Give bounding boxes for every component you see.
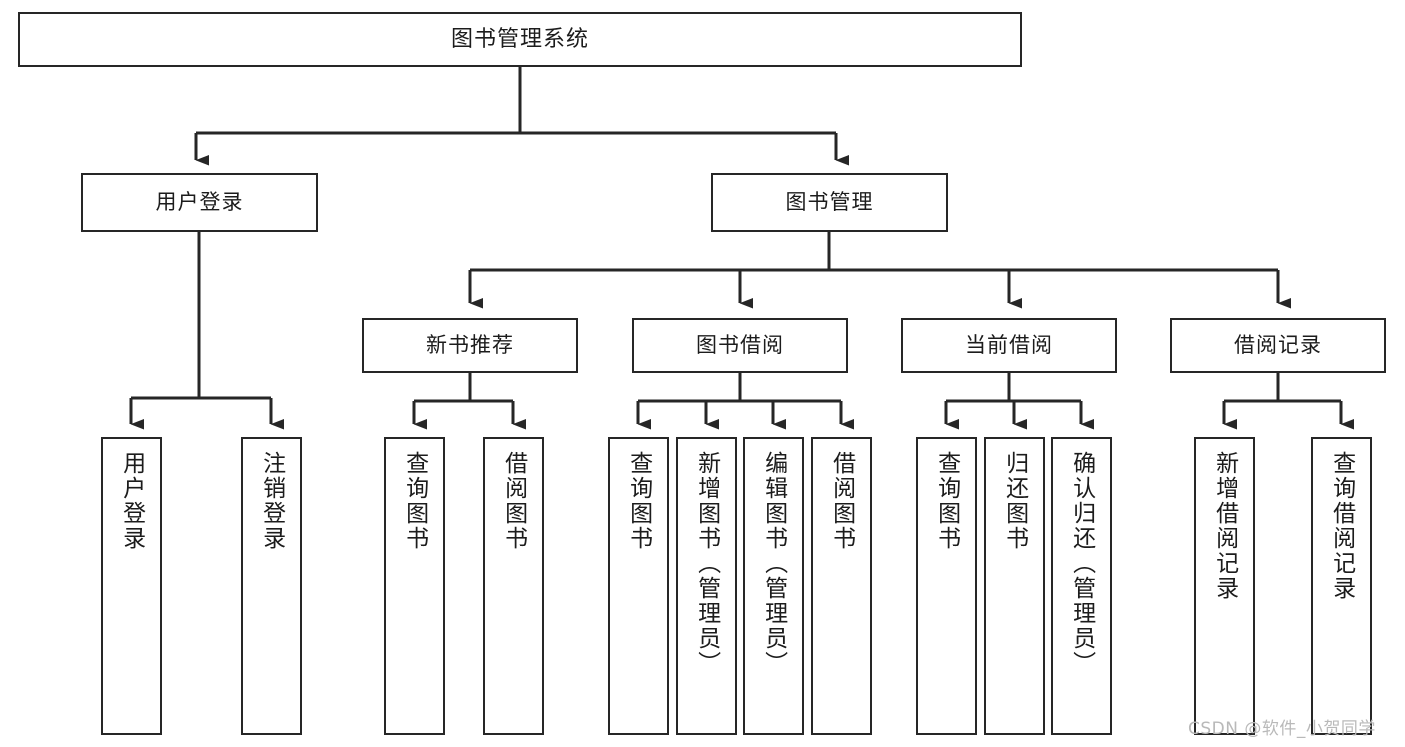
node-label: 注销登录 <box>258 451 285 551</box>
node-label: 图书管理系统 <box>450 26 589 52</box>
node-new-book-recommend[interactable]: 新书推荐 <box>362 318 578 373</box>
node-label: 用户登录 <box>118 451 145 551</box>
leaf-current-borrow-query-book[interactable]: 查询图书 <box>916 437 977 735</box>
leaf-user-login-login[interactable]: 用户登录 <box>101 437 162 735</box>
node-label: 图书借阅 <box>696 333 784 358</box>
node-label: 用户登录 <box>155 190 244 215</box>
node-borrow-record[interactable]: 借阅记录 <box>1170 318 1386 373</box>
node-label: 编辑图书（管理员） <box>760 451 787 676</box>
leaf-user-login-logout[interactable]: 注销登录 <box>241 437 302 735</box>
leaf-book-borrow-borrow-book[interactable]: 借阅图书 <box>811 437 872 735</box>
node-label: 新书推荐 <box>426 333 514 358</box>
node-label: 查询图书 <box>401 451 428 551</box>
leaf-current-borrow-return-book[interactable]: 归还图书 <box>984 437 1045 735</box>
leaf-current-borrow-confirm-return-admin[interactable]: 确认归还（管理员） <box>1051 437 1112 735</box>
node-user-login[interactable]: 用户登录 <box>81 173 318 232</box>
node-label: 查询图书 <box>933 451 960 551</box>
node-label: 新增图书（管理员） <box>693 451 720 676</box>
leaf-new-book-borrow-book[interactable]: 借阅图书 <box>483 437 544 735</box>
node-label: 新增借阅记录 <box>1211 451 1238 601</box>
node-label: 借阅记录 <box>1234 333 1322 358</box>
leaf-borrow-record-query-record[interactable]: 查询借阅记录 <box>1311 437 1372 735</box>
node-label: 确认归还（管理员） <box>1068 451 1095 676</box>
node-book-borrow[interactable]: 图书借阅 <box>632 318 848 373</box>
node-current-borrow[interactable]: 当前借阅 <box>901 318 1117 373</box>
node-label: 查询借阅记录 <box>1328 451 1355 601</box>
node-label: 借阅图书 <box>500 451 527 551</box>
node-root-book-management-system[interactable]: 图书管理系统 <box>18 12 1022 67</box>
node-label: 借阅图书 <box>828 451 855 551</box>
leaf-borrow-record-add-record[interactable]: 新增借阅记录 <box>1194 437 1255 735</box>
node-label: 图书管理 <box>785 190 874 215</box>
leaf-book-borrow-edit-book-admin[interactable]: 编辑图书（管理员） <box>743 437 804 735</box>
leaf-book-borrow-query-book[interactable]: 查询图书 <box>608 437 669 735</box>
leaf-book-borrow-add-book-admin[interactable]: 新增图书（管理员） <box>676 437 737 735</box>
csdn-watermark: CSDN @软件_小贺同学 <box>1188 719 1376 739</box>
node-label: 归还图书 <box>1001 451 1028 551</box>
leaf-new-book-query-book[interactable]: 查询图书 <box>384 437 445 735</box>
node-label: 查询图书 <box>625 451 652 551</box>
node-book-management[interactable]: 图书管理 <box>711 173 948 232</box>
node-label: 当前借阅 <box>965 333 1053 358</box>
